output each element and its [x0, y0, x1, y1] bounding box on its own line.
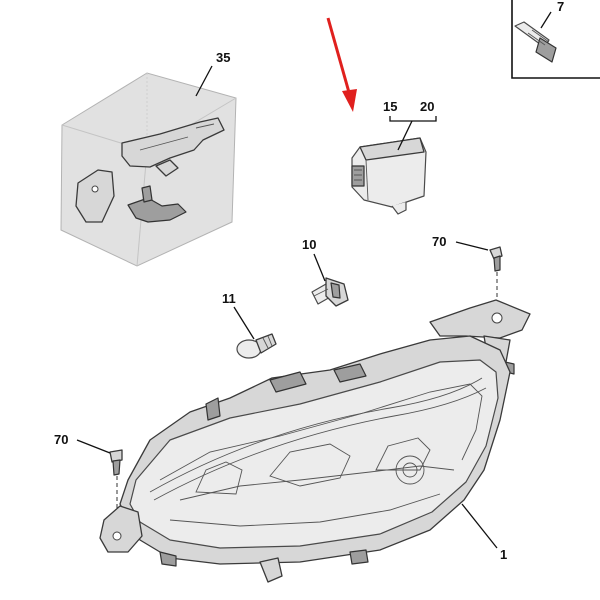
callout-20-label: 20: [420, 99, 434, 114]
bracket-kit-box: [60, 72, 237, 267]
red-pointer-arrow: [326, 17, 357, 112]
callout-11-label: 11: [222, 291, 236, 306]
callout-35-label: 35: [216, 50, 230, 65]
callout-1-label: 1: [500, 547, 507, 562]
screw-icon: [489, 246, 503, 310]
callout-10-label: 10: [302, 237, 316, 252]
screw-icon: [514, 21, 557, 63]
callout-70-top-label: 70: [432, 234, 446, 249]
control-module: [351, 137, 427, 215]
bulb-holder-icon: [311, 277, 349, 307]
callout-7-label: 7: [557, 0, 564, 14]
bulb-icon: [236, 333, 277, 359]
inset-box-part-7: 7: [511, 0, 600, 79]
callout-15-label: 15: [383, 99, 397, 114]
callout-70-left-label: 70: [54, 432, 68, 447]
headlamp-assembly: [99, 299, 531, 583]
screw-icon: [109, 449, 123, 512]
